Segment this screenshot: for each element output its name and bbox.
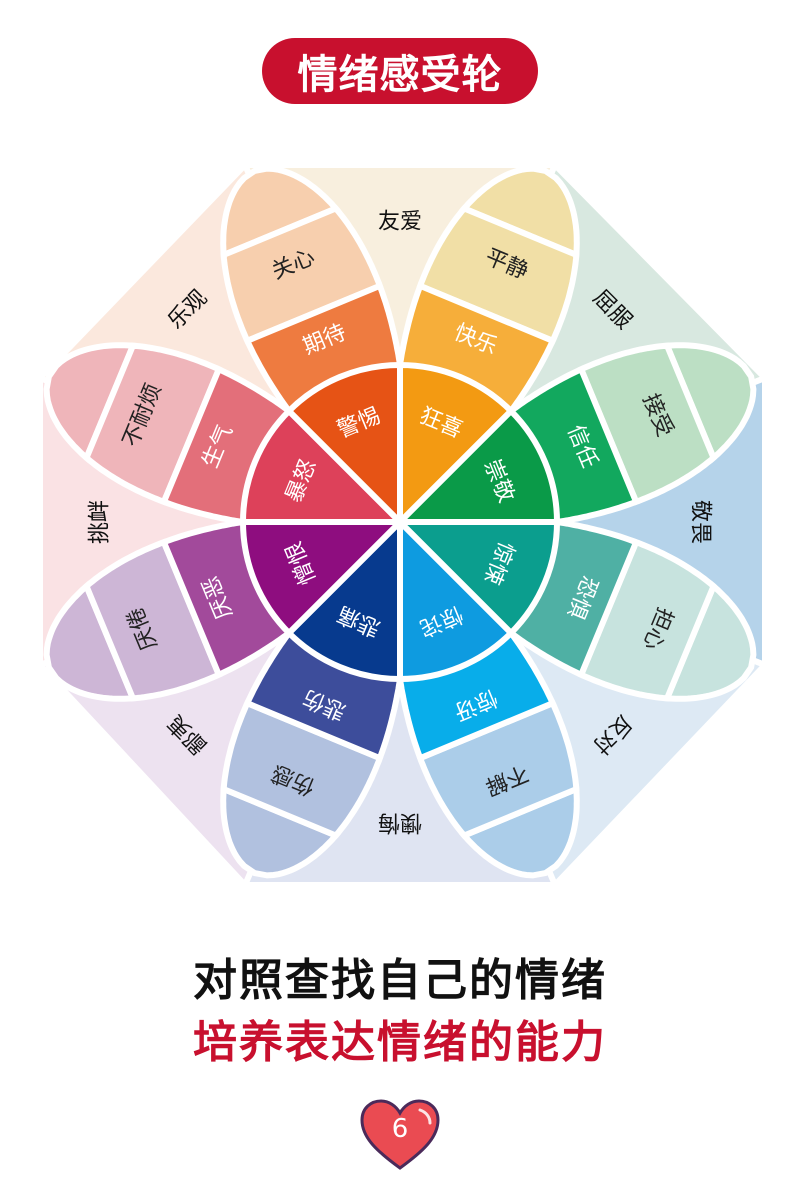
core-emotion-wedge: [397, 361, 516, 530]
core-emotion-wedge: [239, 519, 408, 638]
page-number: 6: [391, 1114, 409, 1144]
outer-emotion-band: [416, 699, 580, 840]
emotion-wheel: 狂喜快乐平静崇敬信任接受惊悚恐惧担心惊诧惊讶不解悲痛悲伤伤感憎恨厌恶厌倦暴怒生气…: [40, 165, 765, 885]
outer-emotion-band: [416, 204, 580, 345]
outer-emotion-band: [82, 342, 223, 506]
core-emotion-wedge: [392, 406, 561, 525]
outer-emotion-band: [577, 538, 718, 702]
caption-line-2: 培养表达情绪的能力: [193, 1017, 607, 1068]
outer-emotion-band: [220, 204, 384, 345]
dyad-label: 懊悔: [378, 810, 422, 835]
outer-emotion-band: [577, 342, 718, 506]
dyad-label: 友爱: [378, 210, 422, 235]
core-emotion-wedge: [284, 361, 403, 530]
dyad-label: 敬畏: [688, 500, 713, 544]
core-emotion-wedge: [239, 406, 408, 525]
title-banner: 情绪感受轮: [262, 38, 538, 104]
dyad-label: 挑衅: [88, 500, 113, 544]
outer-emotion-band: [82, 538, 223, 702]
core-emotion-wedge: [284, 514, 403, 683]
core-emotion-wedge: [392, 519, 561, 638]
heart-icon: [360, 1099, 440, 1170]
caption-line-1: 对照查找自己的情绪: [193, 955, 607, 1006]
outer-emotion-band: [220, 699, 384, 840]
core-emotion-wedge: [397, 514, 516, 683]
page-title: 情绪感受轮: [297, 52, 503, 98]
